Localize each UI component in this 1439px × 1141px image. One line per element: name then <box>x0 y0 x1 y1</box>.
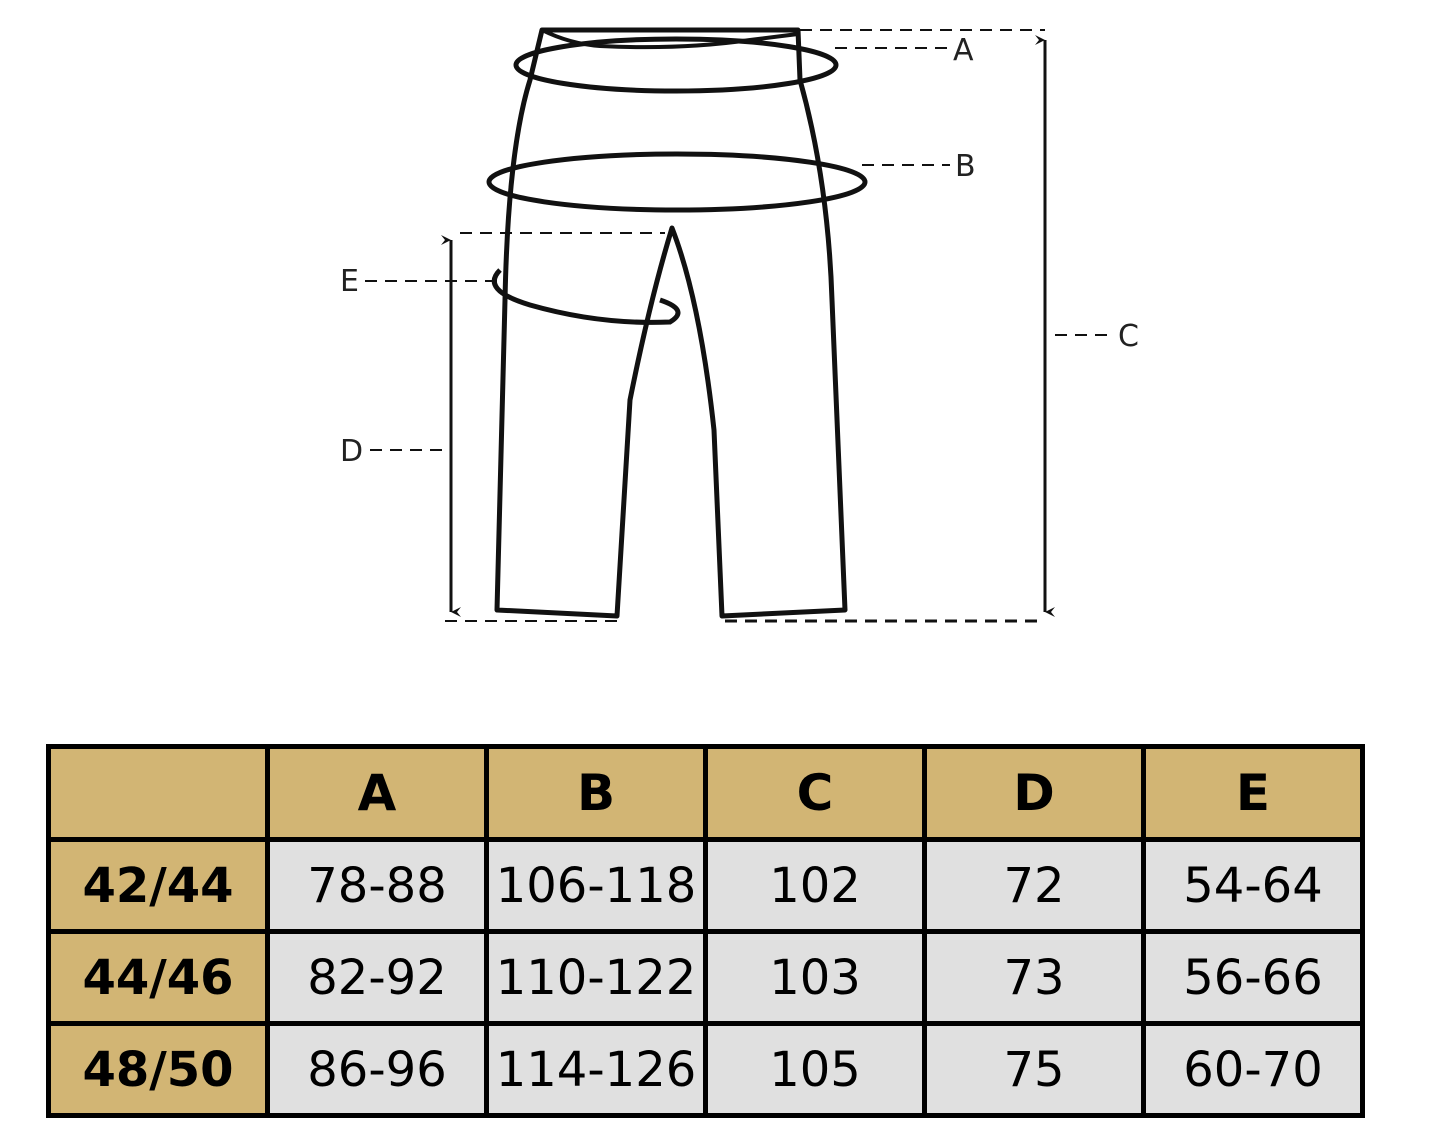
value-cell: 114-126 <box>484 1021 708 1118</box>
table-row: 42/44 78-88 106-118 102 72 54-64 <box>46 837 1365 934</box>
value-cell: 60-70 <box>1141 1021 1365 1118</box>
value-cell: 103 <box>703 929 927 1026</box>
label-e: E <box>340 264 359 299</box>
table-header-row: A B C D E <box>46 744 1365 842</box>
header-cell <box>46 744 270 842</box>
table-row: 44/46 82-92 110-122 103 73 56-66 <box>46 929 1365 1026</box>
pants-diagram: A B C D E <box>340 27 1139 623</box>
value-cell: 78-88 <box>265 837 489 934</box>
value-cell: 75 <box>922 1021 1146 1118</box>
label-c: C <box>1118 319 1139 354</box>
size-cell: 44/46 <box>46 929 270 1026</box>
size-cell: 42/44 <box>46 837 270 934</box>
value-cell: 72 <box>922 837 1146 934</box>
arrows <box>441 35 1055 617</box>
header-cell: E <box>1141 744 1365 842</box>
measure-loops <box>486 36 868 325</box>
value-cell: 110-122 <box>484 929 708 1026</box>
value-cell: 102 <box>703 837 927 934</box>
label-a: A <box>953 33 974 68</box>
pants-outline <box>494 27 848 619</box>
label-d: D <box>340 434 363 469</box>
value-cell: 86-96 <box>265 1021 489 1118</box>
size-table: A B C D E 42/44 78-88 106-118 102 72 54-… <box>46 744 1365 1118</box>
value-cell: 105 <box>703 1021 927 1118</box>
header-cell: C <box>703 744 927 842</box>
value-cell: 82-92 <box>265 929 489 1026</box>
value-cell: 73 <box>922 929 1146 1026</box>
header-cell: D <box>922 744 1146 842</box>
value-cell: 106-118 <box>484 837 708 934</box>
value-cell: 56-66 <box>1141 929 1365 1026</box>
label-b: B <box>955 149 976 184</box>
size-cell: 48/50 <box>46 1021 270 1118</box>
dashed-guides <box>365 29 1115 623</box>
table-row: 48/50 86-96 114-126 105 75 60-70 <box>46 1021 1365 1118</box>
header-cell: A <box>265 744 489 842</box>
header-cell: B <box>484 744 708 842</box>
value-cell: 54-64 <box>1141 837 1365 934</box>
